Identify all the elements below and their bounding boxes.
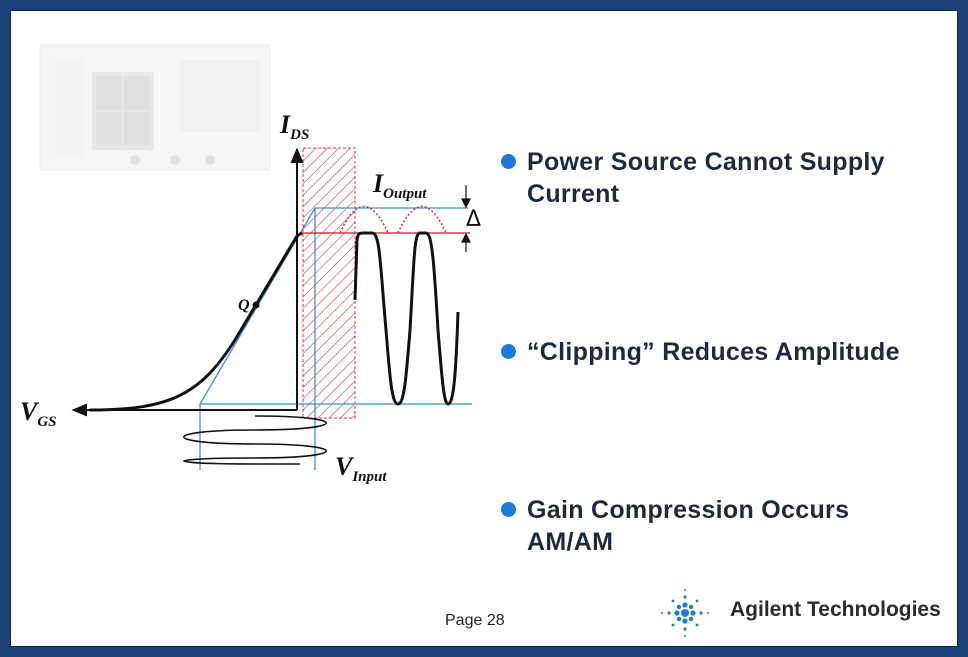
output-label: IOutput — [372, 169, 427, 202]
input-label: VInput — [335, 452, 387, 485]
bullet-dot-icon — [501, 154, 516, 169]
q-point — [252, 301, 260, 309]
company-logo: Agilent Technologies — [650, 583, 950, 643]
input-waveform — [182, 415, 327, 465]
page-number: Page 28 — [445, 612, 505, 629]
delta-label: Δ — [466, 207, 481, 232]
bullet-item: “Clipping” Reduces Amplitude — [497, 336, 937, 368]
instrument-image — [39, 44, 271, 171]
company-name: Agilent Technologies — [730, 598, 941, 621]
y-axis-label: IDS — [279, 110, 309, 143]
bullet-item: Power Source Cannot Supply Current — [497, 146, 937, 210]
delta-indicator — [461, 185, 471, 252]
x-axis-label: VGS — [20, 397, 57, 430]
bullet-dot-icon — [501, 502, 516, 517]
q-label: Q — [238, 297, 250, 314]
bullet-item: Gain Compression Occurs AM/AM — [497, 494, 937, 558]
transfer-curve — [89, 231, 303, 412]
output-waveform — [353, 231, 460, 406]
clipping-region — [302, 147, 356, 419]
bullet-dot-icon — [501, 344, 516, 359]
agilent-spark-logo — [661, 589, 709, 637]
slide-panel — [10, 10, 958, 647]
bullet-list: Power Source Cannot Supply Current “Clip… — [497, 146, 937, 556]
unclipped-peaks — [339, 205, 447, 234]
